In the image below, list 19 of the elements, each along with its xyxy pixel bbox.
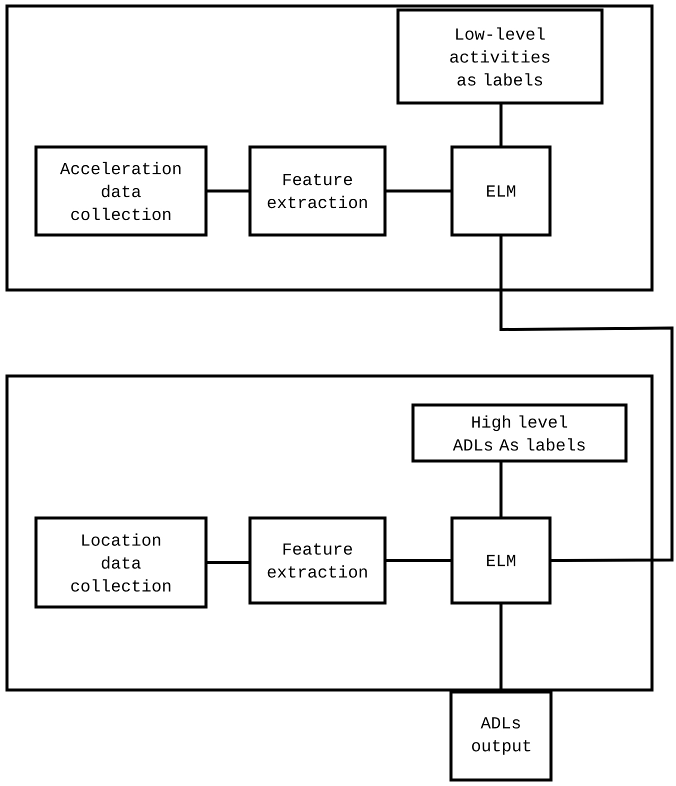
process-box: ELM — [450, 516, 552, 604]
process-box: Low-level activities as labels — [396, 8, 604, 104]
process-box: Acceleration data collection — [34, 146, 208, 236]
process-box: High level ADLs As labels — [412, 404, 628, 462]
connector-line — [208, 561, 248, 564]
process-box: Feature extraction — [248, 146, 386, 236]
connector-line — [386, 559, 450, 562]
process-box: ADLs output — [450, 690, 552, 782]
connector-line — [500, 462, 502, 516]
connector-line — [386, 190, 450, 192]
connector-line — [500, 104, 502, 146]
connector-line — [208, 190, 248, 192]
process-box: Location data collection — [34, 516, 208, 608]
process-box: ELM — [450, 146, 552, 236]
container-box — [6, 374, 654, 692]
process-box: Feature extraction — [248, 516, 386, 604]
container-box — [6, 4, 654, 292]
connector-line — [500, 604, 502, 690]
connector-line — [500, 236, 674, 562]
